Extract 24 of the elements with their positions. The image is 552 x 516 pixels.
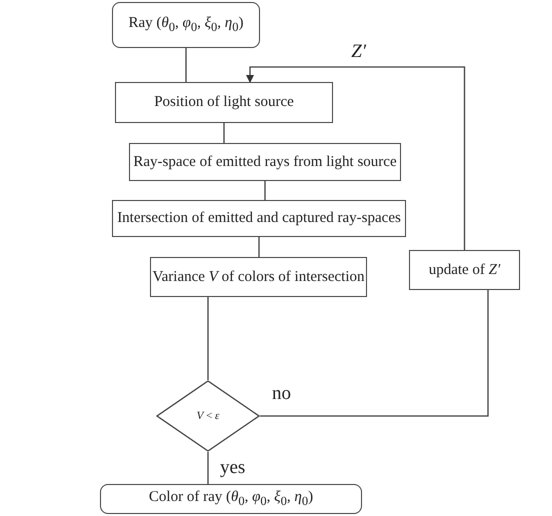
process-box: [150, 257, 367, 297]
connector-line: [207, 452, 209, 484]
node-text: Variance V of colors of intersection: [152, 268, 364, 286]
node-text: Ray-space of emitted rays from light source: [133, 154, 397, 170]
node-text: Ray (θ$_{0}$, φ$_{0}$, ξ$_{0}$, η$_{0}$): [128, 15, 244, 35]
connector-line: [264, 181, 266, 200]
process-box: [115, 82, 333, 123]
node-text: Position of light source: [154, 94, 294, 111]
process-box: [409, 250, 520, 290]
arrow: [246, 66, 466, 250]
connector-line: [223, 123, 225, 143]
connector-line: [260, 290, 489, 417]
node-text: Intersection of emitted and captured ray-spaces: [117, 210, 401, 227]
process-box: [112, 200, 406, 237]
connector-line: [207, 297, 209, 380]
node-text: Color of ray (θ$_{0}$, φ$_{0}$, ξ$_{0}$, η$_{0}$): [148, 489, 314, 509]
process-box: [129, 143, 401, 181]
connector-line: [258, 237, 260, 257]
connector-line: [185, 48, 187, 82]
terminal-box: [112, 2, 260, 48]
node-text: V < ε: [196, 410, 220, 422]
node-text: update of Z′: [428, 262, 500, 278]
decision-diamond: [156, 380, 260, 452]
terminal-box: [100, 484, 362, 514]
